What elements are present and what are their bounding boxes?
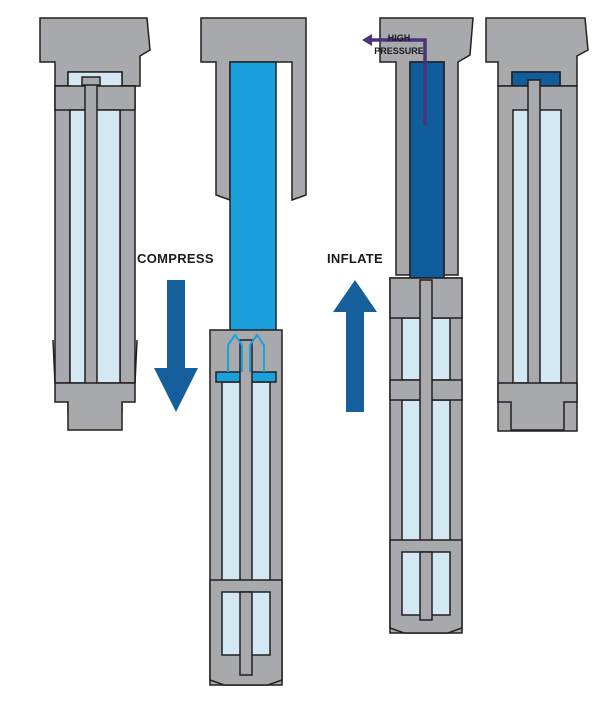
high-pressure-arrow	[372, 38, 427, 125]
pump-2-air-column	[229, 61, 277, 383]
pump-4-handle	[497, 382, 578, 431]
compress-label: COMPRESS	[137, 251, 214, 266]
inflate-arrow	[333, 280, 377, 412]
pump-3-inflate	[379, 17, 474, 634]
high-pressure-line-2: PRESSURE	[374, 46, 424, 56]
pump-1-rest	[39, 17, 151, 431]
pump-1-handle	[54, 382, 136, 431]
compress-arrow	[154, 280, 198, 412]
high-pressure-line-1: HIGH	[387, 33, 411, 43]
pump-2-compress	[200, 17, 307, 686]
pump-2-valve-flow	[227, 333, 243, 372]
pump-4-rod	[527, 79, 541, 426]
pump-3-air-column	[409, 61, 445, 281]
high-pressure-label: HIGH PRESSURE	[364, 32, 434, 58]
inflate-label: INFLATE	[327, 251, 384, 266]
pump-4-rest	[485, 17, 589, 432]
